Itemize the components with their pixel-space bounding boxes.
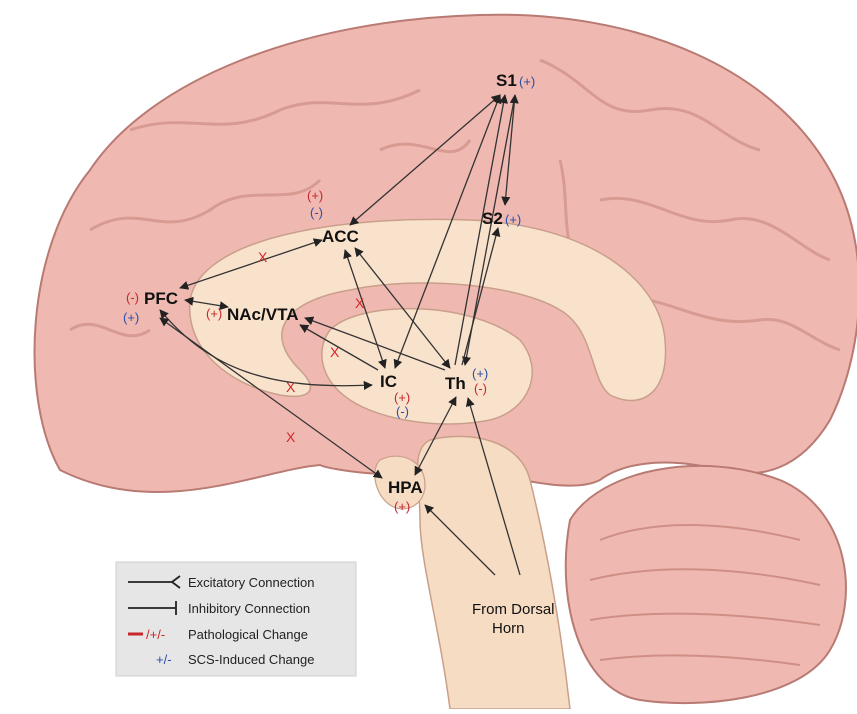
change-th-path: (-) xyxy=(474,381,487,396)
x-mark-pfc-hpa: X xyxy=(286,429,296,445)
x-mark-acc-pfc: X xyxy=(258,249,268,265)
legend: Excitatory Connection Inhibitory Connect… xyxy=(116,562,356,676)
label-s2: S2 xyxy=(482,209,503,228)
label-th: Th xyxy=(445,374,466,393)
x-mark-pfc-ic: X xyxy=(286,379,296,395)
x-mark-acc-ic: X xyxy=(355,295,365,311)
change-ic-scs: (-) xyxy=(396,404,409,419)
legend-pathological: /+/- Pathological Change xyxy=(128,627,308,642)
change-s1-scs: (+) xyxy=(519,74,535,89)
change-acc-scs: (-) xyxy=(310,205,323,220)
x-mark-nac-ic: X xyxy=(330,344,340,360)
change-th-scs: (+) xyxy=(472,366,488,381)
change-nac-path: (+) xyxy=(206,306,222,321)
label-acc: ACC xyxy=(322,227,359,246)
source-line1: From Dorsal xyxy=(472,601,555,618)
legend-scs-symbol: +/- xyxy=(156,652,172,667)
legend-inhibitory-label: Inhibitory Connection xyxy=(188,601,310,616)
label-nac: NAc/VTA xyxy=(227,305,298,324)
change-ic-path: (+) xyxy=(394,390,410,405)
change-s2-scs: (+) xyxy=(505,212,521,227)
label-s1: S1 xyxy=(496,71,517,90)
change-pfc-scs: (+) xyxy=(123,310,139,325)
legend-excitatory-label: Excitatory Connection xyxy=(188,575,314,590)
change-acc-path: (+) xyxy=(307,188,323,203)
change-hpa-path: (+) xyxy=(394,499,410,514)
legend-scs-label: SCS-Induced Change xyxy=(188,652,314,667)
legend-pathological-symbol: /+/- xyxy=(146,627,165,642)
legend-pathological-label: Pathological Change xyxy=(188,627,308,642)
source-line2: Horn xyxy=(492,620,525,637)
label-pfc: PFC xyxy=(144,289,178,308)
label-hpa: HPA xyxy=(388,478,423,497)
label-ic: IC xyxy=(380,372,397,391)
change-pfc-path: (-) xyxy=(126,290,139,305)
cerebellum xyxy=(566,466,846,703)
